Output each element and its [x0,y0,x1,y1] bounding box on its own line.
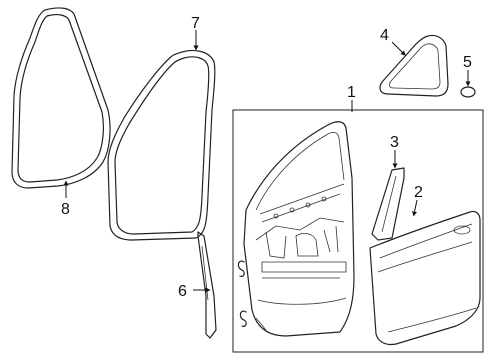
callout-5: 5 [463,54,472,71]
callout-2: 2 [414,184,423,201]
callout-4: 4 [380,27,389,44]
weatherstrip-part-7 [107,49,216,241]
callout-7: 7 [191,15,200,32]
hook-clips [237,260,247,327]
door-panel-part-2 [369,210,481,346]
callout-6: 6 [178,283,187,300]
leader-lines [63,30,471,293]
callout-8: 8 [61,201,70,218]
plug-part-5 [460,86,476,98]
reinforcement-part-3 [371,167,405,241]
seal-strip-part-6 [197,231,217,339]
garnish-part-4 [379,34,449,97]
weatherstrip-part-8 [11,7,111,189]
assembly-box-part-1 [232,109,484,353]
callout-3: 3 [390,134,399,151]
door-shell-part-1 [243,121,355,337]
callout-1: 1 [347,84,356,101]
